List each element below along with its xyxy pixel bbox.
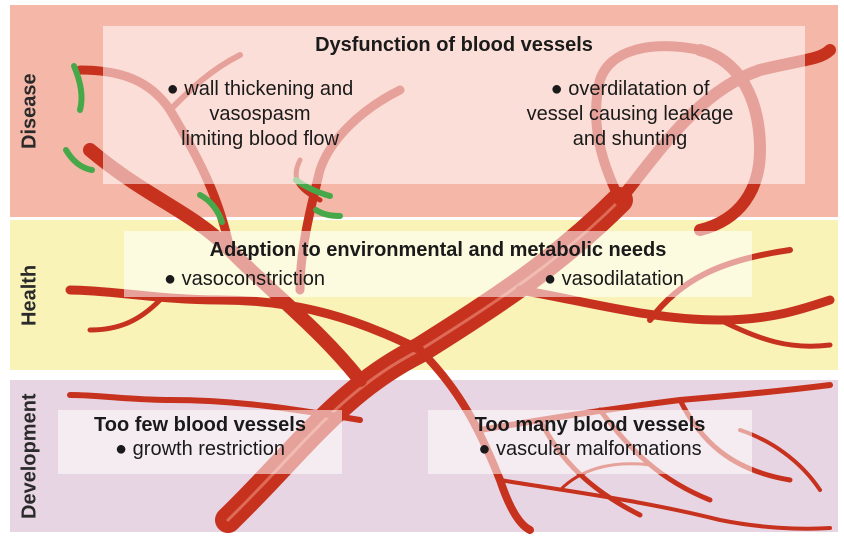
development-right-box: Too many blood vessels ● vascular malfor… [428,410,752,474]
development-left-box: Too few blood vessels ● growth restricti… [58,410,342,474]
disease-left-line: ● wall thickening and [125,77,395,102]
disease-left-line: limiting blood flow [125,127,395,152]
disease-right-text: ● overdilatation of vessel causing leaka… [485,77,775,152]
health-title: Adaption to environmental and metabolic … [124,239,752,262]
health-text-box: Adaption to environmental and metabolic … [124,231,752,297]
development-right-item: ● vascular malformations [428,437,752,462]
development-left-item: ● growth restriction [58,437,342,462]
disease-left-text: ● wall thickening and vasospasm limiting… [125,77,395,152]
branch-health-left [70,290,420,350]
disease-right-line: ● overdilatation of [485,77,775,102]
development-right-title: Too many blood vessels [428,414,752,437]
health-item-vasoconstriction: ● vasoconstriction [164,267,325,292]
development-left-title: Too few blood vessels [58,414,342,437]
row-label-disease: Disease [8,5,52,217]
health-item-vasodilatation: ● vasodilatation [544,267,684,292]
disease-title: Dysfunction of blood vessels [103,34,805,57]
row-label-development: Development [8,380,52,532]
disease-left-line: vasospasm [125,102,395,127]
row-label-health: Health [8,220,52,370]
disease-text-box: Dysfunction of blood vessels ● wall thic… [103,26,805,184]
disease-right-line: vessel causing leakage [485,102,775,127]
disease-right-line: and shunting [485,127,775,152]
